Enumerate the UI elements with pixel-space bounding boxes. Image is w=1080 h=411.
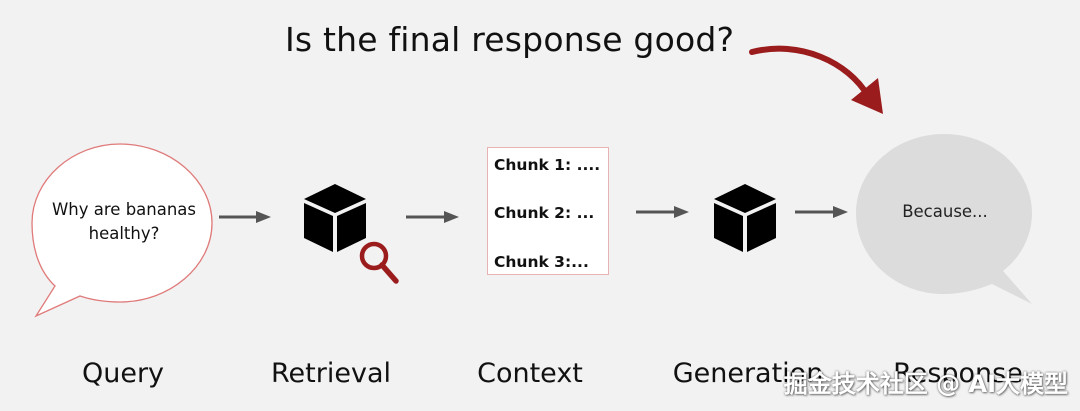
chunk-1: Chunk 1: .... [494,156,601,174]
curved-red-arrow [749,45,883,114]
stage-label-context: Context [477,358,583,389]
arrow-generation-to-response [795,206,848,218]
retrieval-cube-icon [304,184,366,252]
generation-cube-icon [714,184,776,252]
context-box: Chunk 1: .... Chunk 2: ... Chunk 3:... [487,147,609,275]
chunk-2: Chunk 2: ... [494,204,595,222]
arrow-retrieval-to-context [406,211,459,223]
response-bubble-text: Because... [902,202,988,221]
chunk-3: Chunk 3:... [494,253,589,271]
response-speech-bubble [856,134,1032,304]
stage-label-query: Query [81,358,165,389]
query-speech-bubble [31,143,213,318]
arrow-query-to-retrieval [219,211,271,223]
watermark: 掘金技术社区 @ AI大模型 [783,370,1068,398]
query-bubble-text: Why are bananas healthy? [51,200,197,243]
diagram-title: Is the final response good? [285,20,735,59]
magnifier-icon [359,241,399,284]
arrow-context-to-generation [636,206,689,218]
stage-label-generation: Generation [672,358,824,389]
stage-label-retrieval: Retrieval [271,358,391,389]
stage-label-response: Response [893,358,1023,389]
